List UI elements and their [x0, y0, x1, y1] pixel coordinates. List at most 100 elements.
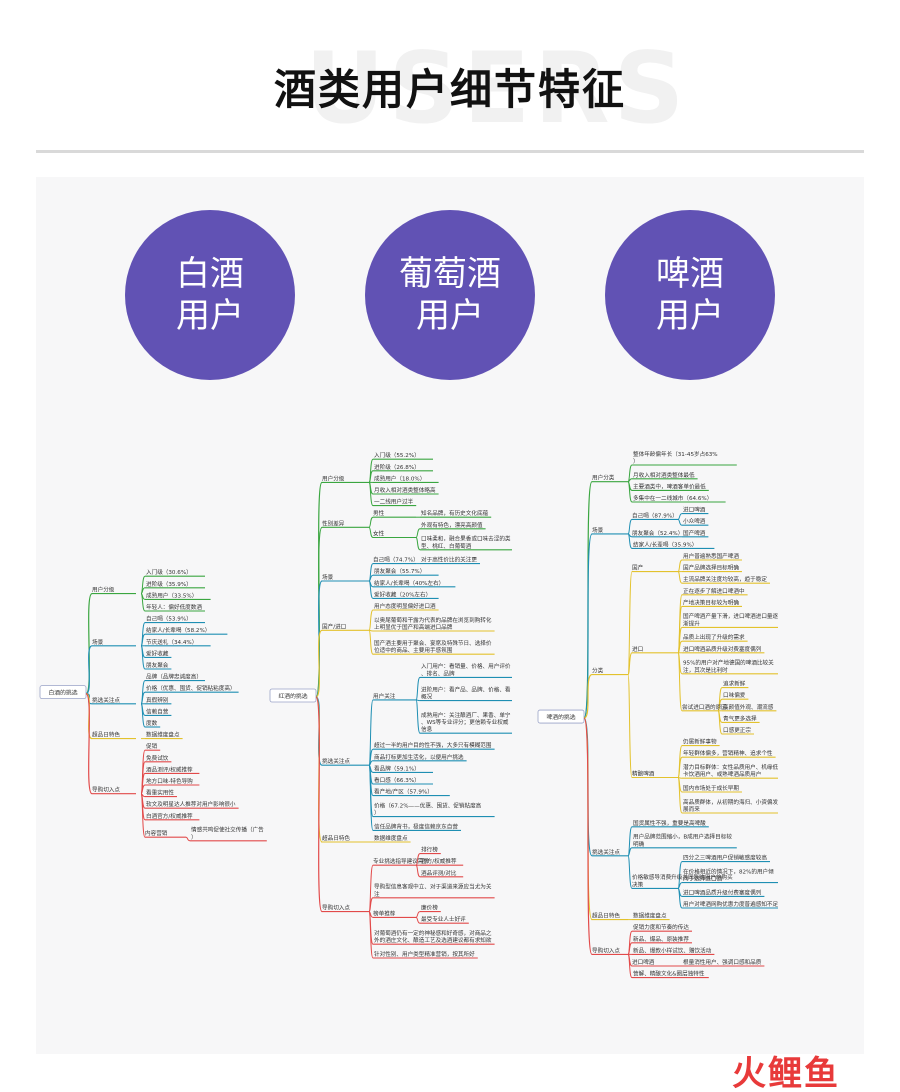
branch-场景: 对于高性价比的关注更自己喝（74.7%）朋友聚会（55.7%）结家人/长辈喝（4…	[322, 556, 480, 599]
branch-分类: 用户普遍熟悉国产啤酒国产品牌选择目标明确主流品牌关注度均较高，趋于稳定国产正在逐…	[592, 552, 779, 814]
leaf-label: 朋友聚会	[146, 661, 169, 669]
leaf-label: 看口感（66.3%）	[374, 776, 420, 784]
leaf-label: 品牌（品牌忠诚度高）	[146, 673, 202, 681]
node-connector	[368, 526, 374, 538]
node-connector	[415, 528, 421, 538]
leaf-label: 进口啤酒	[683, 506, 706, 514]
branch-用户分级: 入门级（55.2%）进阶级（26.8%）成熟用户（18.0%）月收入相对酒类整体…	[322, 451, 439, 507]
circle-line1: 白酒	[176, 254, 244, 294]
node-connector	[368, 629, 374, 655]
leaf-label: 国产酒主要用于聚会、宴席及特殊节日、选择价位适中的商品、主要用手感氛围	[374, 639, 492, 654]
node-connector	[627, 481, 633, 503]
node-connector	[415, 911, 421, 918]
leaf-label: 入门用户：看销量、价格、用户评价、排名、品牌	[421, 662, 511, 677]
node-label: 男性	[373, 509, 385, 517]
node-label: 国产	[632, 564, 644, 572]
leaf-label: 一二线用户过半	[374, 498, 414, 506]
root-box	[39, 685, 87, 700]
node-label: 尝试进口酒的原因	[682, 703, 727, 711]
node-connector	[368, 481, 374, 507]
leaf-label: 促销	[146, 742, 158, 750]
node-connector	[677, 513, 683, 520]
circle-beer-users: 啤酒 用户	[605, 210, 775, 380]
leaf-label: 对于高性价比的关注更	[421, 556, 477, 564]
leaf-label: 进阶级（35.9%）	[146, 580, 192, 588]
node-label: 场景	[322, 573, 334, 581]
leaf-label: 进阶用户：看产品、品牌、价格、看概况	[421, 685, 511, 700]
leaf-label: 小众啤酒	[683, 517, 706, 525]
node-label: 分类	[592, 667, 604, 675]
node-label: 挑选关注点	[322, 757, 350, 765]
leaf-label: 地方口味-特色导购	[146, 777, 193, 785]
leaf-label: 成熟用户（18.0%）	[374, 474, 425, 482]
leaf-label: 商品打标更加生活化，以便用户挑选	[374, 753, 464, 761]
node-connector	[415, 537, 421, 551]
node-connector	[677, 571, 683, 584]
leaf-label: 主流品牌关注度均较高，趋于稳定	[683, 575, 767, 583]
leaf-label: 产地决策目标较为明确	[683, 598, 739, 606]
node-connector	[627, 953, 633, 979]
root-connector	[315, 696, 323, 913]
leaf-label: 价格（67.2%——优惠、囤货、促销粘度高）	[374, 801, 482, 816]
root-label: 红酒的挑选	[279, 692, 308, 700]
leaf-label: 高颜值外观、潮流感	[723, 703, 774, 711]
node-connector	[677, 887, 683, 909]
leaf-label: 数据维度盘点	[633, 912, 667, 920]
leaf-label: 节庆送礼（34.4%）	[146, 638, 197, 646]
leaf-label: 以奥尾葡萄和干露为代表的品牌在浏览到购转化上明显优于国产和高端进口品牌	[374, 616, 492, 631]
node-connector	[140, 793, 146, 838]
leaf-label: 仍属新鲜事物	[683, 738, 717, 746]
node-label: 朋友聚会（52.4%）	[632, 529, 683, 537]
node-label: 挑选关注点	[592, 848, 620, 856]
leaf-label: 四分之三啤酒用户促销敏感度较高	[683, 854, 767, 862]
leaf-label: 进口啤酒品质升级对费塞度偶列	[683, 645, 762, 653]
leaf-label: 酒品评测/对比	[421, 869, 457, 877]
node-label: 价格敏感导消费升级共同影响用户的购买决策	[632, 873, 733, 888]
node-connector	[415, 864, 421, 878]
leaf-label: 口味柔和，融合果香或口味去涩的类型、桃红、白葡萄酒	[421, 535, 511, 550]
leaf-label: 月收入相对酒类整体略高	[374, 486, 436, 494]
node-connector	[627, 847, 633, 857]
node-label: 超品日特色	[92, 731, 120, 739]
divider	[36, 150, 864, 153]
node-connector	[415, 676, 421, 701]
leaf-label: 口感更正宗	[723, 726, 751, 734]
leaf-label: 国内市场处于成长早期	[683, 784, 739, 792]
leaf-label: 营解、精酿文化&圈层独特性	[633, 970, 705, 978]
node-connector	[627, 533, 633, 549]
node-connector	[368, 911, 374, 959]
node-label: 自己喝（87.9%）	[632, 511, 678, 519]
leaf-label: 用户普遍熟悉国产啤酒	[683, 552, 739, 560]
root-connector	[315, 629, 323, 698]
node-connector	[677, 756, 683, 778]
node-connector	[368, 516, 374, 528]
node-label: 导购切入点	[322, 904, 350, 912]
leaf-label: 爱好收藏	[146, 649, 169, 657]
node-label: 导购切入点	[592, 946, 620, 954]
node-connector	[140, 593, 146, 612]
leaf-label: 成熟用户（33.5%）	[146, 591, 197, 599]
watermark-text: USERS	[305, 32, 689, 146]
leaf-label: 新品、爆款小样试饮、赠饮活动	[633, 946, 712, 954]
root-label: 啤酒的挑选	[547, 713, 576, 721]
header: USERS 酒类用户细节特征	[0, 0, 900, 150]
leaf-label: 进口啤酒品质升级付费塞度偶列	[683, 888, 762, 896]
branch-国产/进口: 用户态度明显偏好进口酒以奥尾葡萄和干露为代表的品牌在浏览到购转化上明显优于国产和…	[322, 602, 495, 655]
leaf-label: 信赖自营	[146, 707, 169, 715]
node-label: 精酿啤酒	[632, 770, 655, 778]
leaf-label: 95%的用户对产地德国的啤酒比较关注，其次是比利时	[683, 659, 774, 674]
branch-挑选关注点: 国货属性不强，重要是高啤酸用户品牌范围缩小，B成用户选择目标较明确四分之三啤酒用…	[592, 819, 779, 909]
node-label: 导购切入点	[92, 786, 120, 794]
leaf-label: 多集中在一二线城市（64.6%）	[633, 494, 712, 502]
leaf-label: 高品质群体，从初期的海归、小资偏发展而来	[683, 798, 779, 813]
branch-导购切入点: 促销力度和节奏的传达新品、爆品、原装推荐新品、爆款小样试饮、赠饮活动根量消性用户…	[592, 923, 765, 979]
circle-line2: 用户	[416, 296, 484, 336]
leaf-label: 国产啤酒	[683, 529, 706, 537]
node-label: 用户关注	[373, 692, 396, 700]
node-connector	[185, 836, 191, 842]
leaf-label: 价格（优惠、囤货、促销粘粘度高）	[146, 684, 236, 692]
node-connector	[140, 703, 146, 728]
